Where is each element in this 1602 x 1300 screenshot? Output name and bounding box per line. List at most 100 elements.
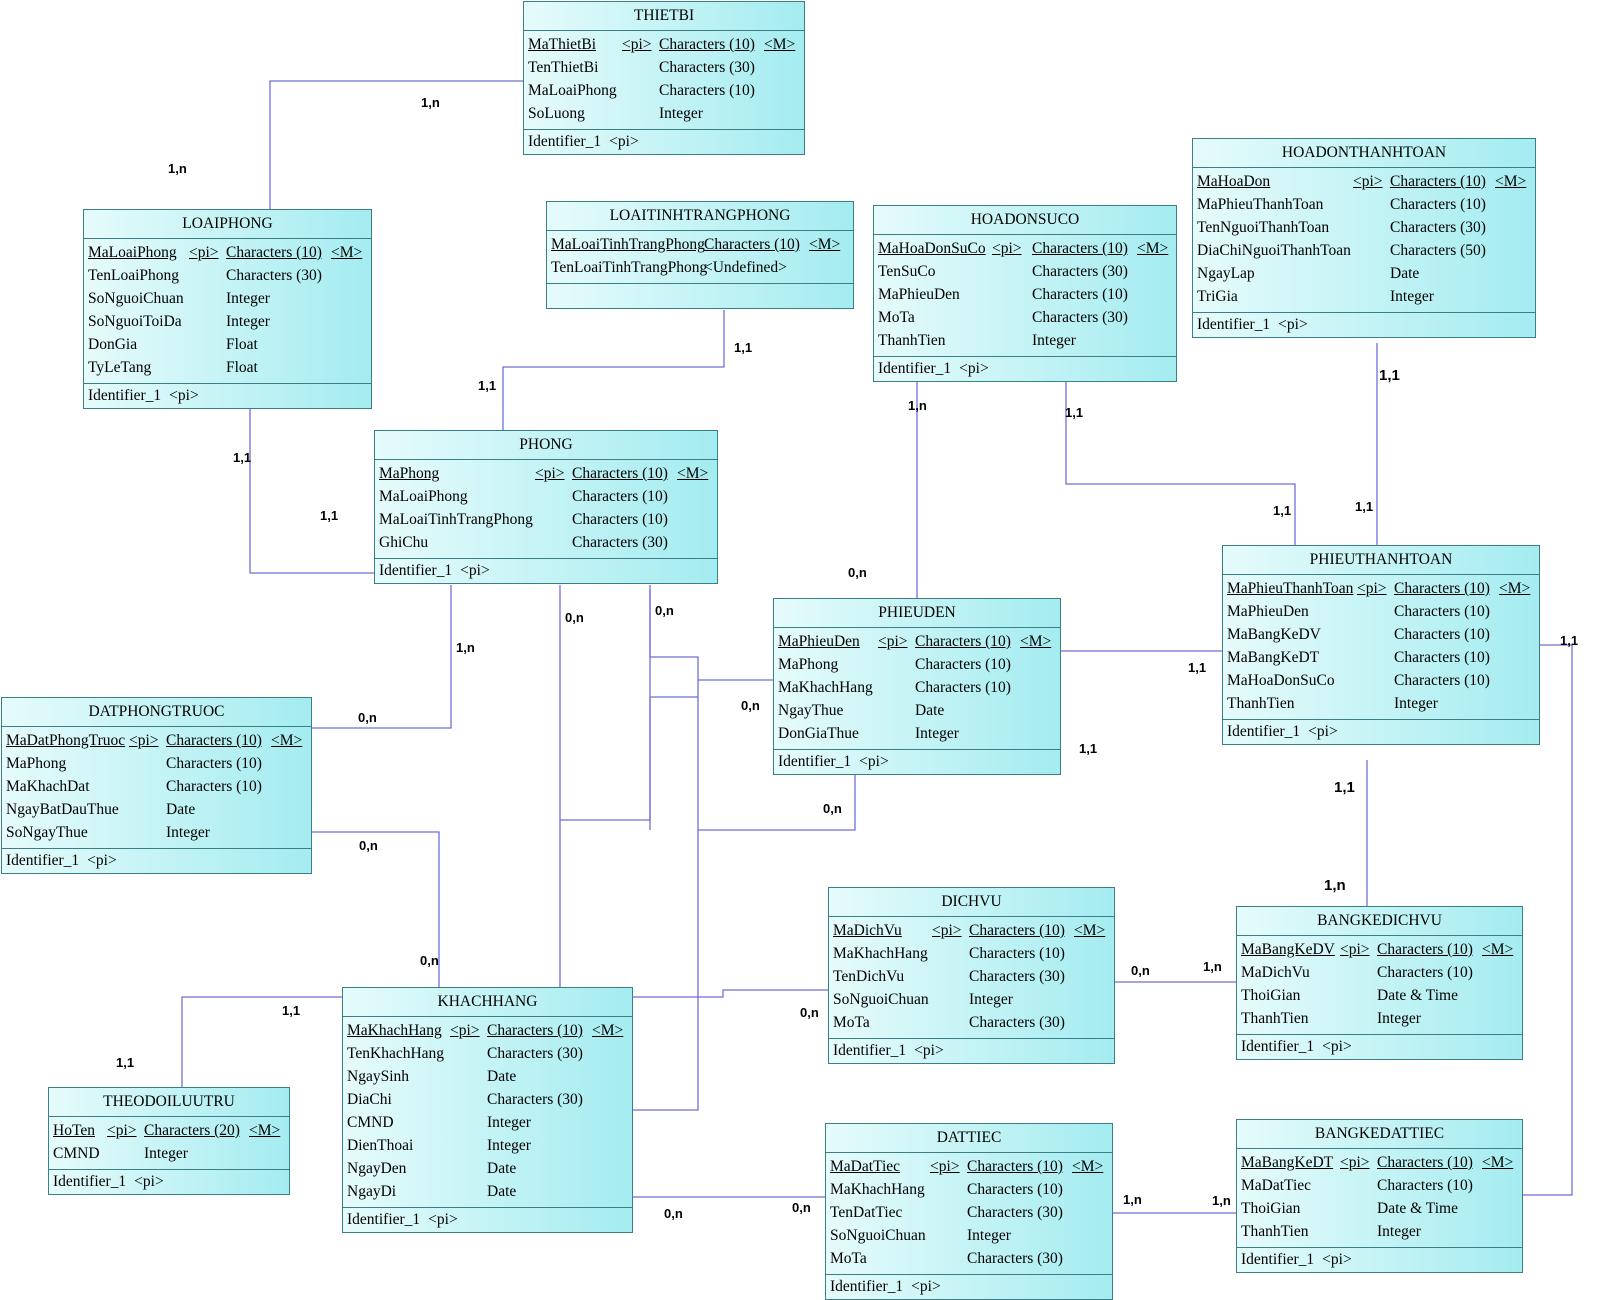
- attribute-name: NgayLap: [1197, 265, 1255, 282]
- attribute-type: Characters (30): [969, 1014, 1065, 1031]
- identifier-tag: <pi>: [1278, 316, 1308, 333]
- attribute-name: DienThoai: [347, 1137, 414, 1154]
- attribute-type: Date: [487, 1068, 517, 1085]
- attribute-name: MaHoaDonSuCo: [878, 240, 986, 257]
- entity-title: DICHVU: [829, 888, 1114, 917]
- attribute-name: TenThietBi: [528, 59, 599, 76]
- attribute-type: Date: [915, 702, 945, 719]
- identifier-name: Identifier_1: [53, 1173, 127, 1190]
- attribute-type: Characters (10): [915, 633, 1011, 650]
- attribute-name: TriGia: [1197, 288, 1238, 305]
- attribute-name: MaPhong: [6, 755, 67, 772]
- attribute-type: Characters (10): [166, 778, 262, 795]
- primary-identifier-tag: <pi>: [1357, 580, 1387, 597]
- attribute-name: TenDatTiec: [830, 1204, 903, 1221]
- primary-identifier-tag: <pi>: [450, 1022, 480, 1039]
- identifier-section: Identifier_1<pi>: [524, 130, 804, 154]
- identifier-tag: <pi>: [169, 387, 199, 404]
- attribute-list: MaKhachHang<pi>Characters (10)<M>TenKhac…: [343, 1017, 632, 1208]
- cardinality-label: 1,n: [1123, 1192, 1142, 1207]
- mandatory-tag: <M>: [1495, 173, 1527, 190]
- attribute-type: Characters (10): [226, 244, 322, 261]
- attribute-type: Integer: [967, 1227, 1011, 1244]
- relationship-line: [633, 680, 699, 1111]
- cardinality-label: 1,n: [168, 161, 187, 176]
- identifier-tag: <pi>: [428, 1211, 458, 1228]
- attribute-row: MaHoaDon<pi>Characters (10)<M>: [1193, 170, 1535, 193]
- identifier-tag: <pi>: [914, 1042, 944, 1059]
- attribute-name: MaKhachHang: [778, 679, 873, 696]
- attribute-name: TenLoaiPhong: [88, 267, 180, 284]
- attribute-type: Characters (10): [1394, 580, 1490, 597]
- cardinality-label: 1,n: [1212, 1193, 1231, 1208]
- identifier-tag: <pi>: [1322, 1038, 1352, 1055]
- attribute-row: MaBangKeDV<pi>Characters (10)<M>: [1237, 938, 1522, 961]
- mandatory-tag: <M>: [271, 732, 303, 749]
- attribute-name: ThanhTien: [1241, 1010, 1309, 1027]
- attribute-name: MaDatTiec: [830, 1158, 901, 1175]
- attribute-name: TenNguoiThanhToan: [1197, 219, 1330, 236]
- attribute-type: Integer: [915, 725, 959, 742]
- attribute-name: MaPhieuThanhToan: [1197, 196, 1324, 213]
- attribute-name: MaLoaiTinhTrangPhong: [379, 511, 533, 528]
- attribute-type: Integer: [487, 1114, 531, 1131]
- entity-title: BANGKEDICHVU: [1237, 907, 1522, 936]
- identifier-tag: <pi>: [1322, 1251, 1352, 1268]
- cardinality-label: 0,n: [823, 801, 842, 816]
- attribute-name: NgayDi: [347, 1183, 397, 1200]
- identifier-name: Identifier_1: [830, 1278, 904, 1295]
- attribute-type: Characters (10): [1394, 603, 1490, 620]
- cardinality-label: 1,1: [1334, 779, 1355, 796]
- cardinality-label: 1,n: [908, 398, 927, 413]
- entity-title: PHONG: [375, 431, 717, 460]
- attribute-name: TenSuCo: [878, 263, 936, 280]
- attribute-row: MaDichVu<pi>Characters (10)<M>: [829, 919, 1114, 942]
- attribute-name: MaThietBi: [528, 36, 597, 53]
- attribute-type: Characters (10): [915, 679, 1011, 696]
- relationship-line: [502, 310, 725, 430]
- attribute-name: NgayThue: [778, 702, 844, 719]
- attribute-row: MaPhieuDen Characters (10): [1223, 600, 1539, 623]
- mandatory-tag: <M>: [249, 1122, 281, 1139]
- attribute-row: MaPhong<pi>Characters (10)<M>: [375, 462, 717, 485]
- identifier-section: Identifier_1<pi>: [49, 1170, 289, 1194]
- attribute-type: Characters (10): [1390, 196, 1486, 213]
- attribute-name: MaPhieuDen: [1227, 603, 1309, 620]
- attribute-name: DiaChi: [347, 1091, 392, 1108]
- identifier-section: Identifier_1<pi>: [2, 849, 311, 873]
- attribute-name: DonGiaThue: [778, 725, 859, 742]
- attribute-list: MaDatPhongTruoc<pi>Characters (10)<M>MaP…: [2, 727, 311, 849]
- attribute-type: Integer: [659, 105, 703, 122]
- identifier-section: Identifier_1<pi>: [829, 1039, 1114, 1063]
- attribute-type: Characters (10): [659, 82, 755, 99]
- attribute-type: Characters (30): [487, 1091, 583, 1108]
- mandatory-tag: <M>: [1482, 941, 1514, 958]
- entity-title: PHIEUDEN: [774, 599, 1060, 628]
- attribute-name: MoTa: [878, 309, 915, 326]
